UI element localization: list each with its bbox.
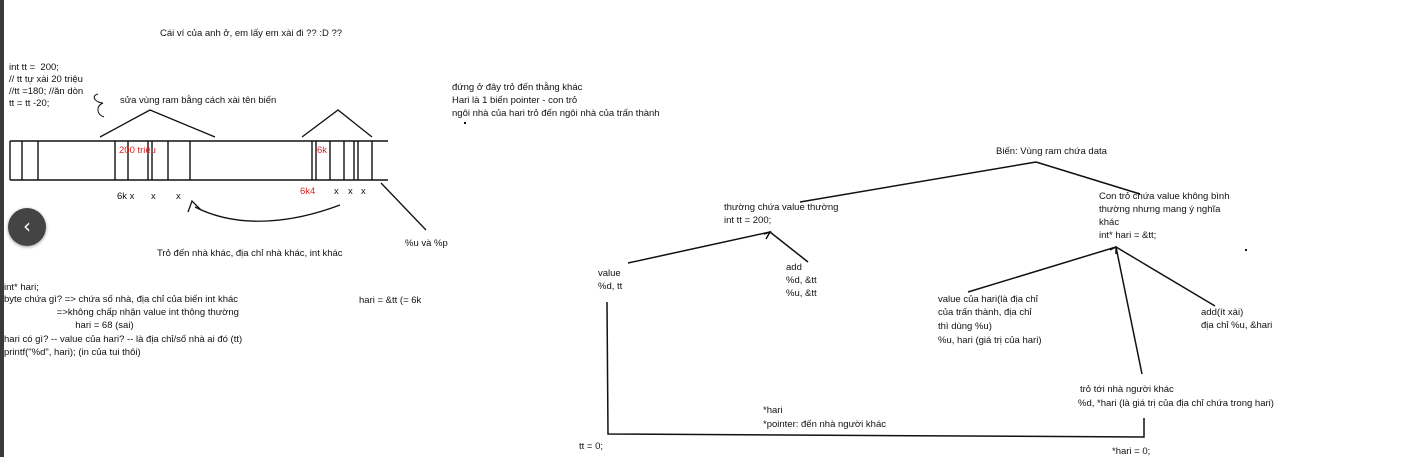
tree-lines	[606, 161, 1216, 438]
tree-hari-value-leaf: thì dùng %u)	[938, 321, 992, 332]
ram-note: sửa vùng ram bằng cách xài tên biến	[120, 95, 277, 106]
under-label: 6k x	[117, 191, 135, 202]
tree-right-node: thường nhưng mang ý nghĩa	[1099, 204, 1221, 215]
code-line: printf("%d", hari); (in của tui thôi)	[4, 347, 141, 358]
tree-hari-value-leaf: value của hari(là địa chỉ	[938, 294, 1038, 305]
under-label: x	[176, 191, 181, 202]
tree-root: Biến: Vùng ram chứa data	[996, 146, 1107, 157]
code-line: =>không chấp nhận value int thông thường	[4, 307, 239, 318]
pointer-arrow	[187, 199, 341, 222]
page-title: Cái ví của anh ở, em lấy em xài đi ?? :D…	[160, 28, 343, 39]
tree-hari-add-leaf: add(ít xài)	[1201, 307, 1244, 318]
right-note-line: ngôi nhà của hari trỏ đến ngôi nhà của t…	[452, 108, 660, 119]
tree-hari-value-leaf: %u, hari (giá trị của hari)	[938, 335, 1042, 346]
tree-add-leaf: %u, &tt	[786, 288, 817, 299]
right-note-line: Hari là 1 biến pointer - con trỏ	[452, 95, 578, 106]
under-label: x	[361, 186, 366, 197]
tree-left-node: thường chứa value thường	[724, 202, 839, 213]
code-line: int* hari;	[4, 282, 39, 293]
assign-note: hari = &tt (= 6k	[359, 295, 422, 306]
tree-bottom-note: *hari	[763, 405, 783, 416]
under-label: x	[334, 186, 339, 197]
code-line: //tt =180; //ăn dòn	[9, 86, 84, 97]
code-line: // tt tự xài 20 triệu	[9, 74, 83, 85]
code-line: tt = tt -20;	[9, 98, 50, 109]
under-label: x	[151, 191, 156, 202]
ram-label-right: 6k	[317, 145, 328, 156]
roof-right	[301, 109, 373, 138]
prev-button[interactable]: ‹	[8, 208, 46, 246]
tree-add-leaf: add	[786, 262, 802, 273]
tree-add-leaf: %d, &tt	[786, 275, 817, 286]
tree-bottom-left: tt = 0;	[579, 441, 604, 452]
ram-note-brace	[93, 93, 105, 118]
ink-dot	[1245, 249, 1247, 251]
ram-label-left: 200 triệu	[119, 145, 156, 156]
tree-value-leaf: %d, tt	[598, 281, 623, 292]
memory-strip	[10, 140, 388, 181]
pointer-arrow-curve	[194, 204, 341, 222]
format-note: %u và %p	[405, 238, 448, 249]
tree-deref-leaf: %d, *hari (là giá trị của địa chỉ chứa t…	[1078, 398, 1274, 409]
memory-roofs	[99, 109, 373, 138]
tree-right-node: khác	[1099, 217, 1120, 228]
tree-left-node: int tt = 200;	[724, 215, 772, 226]
under-label-red: 6k4	[300, 186, 316, 197]
chevron-left-icon: ‹	[23, 214, 31, 238]
pointer-arrow-head	[187, 199, 202, 213]
tree-bottom-note: *pointer: đến nhà người khác	[763, 419, 886, 430]
format-note-line	[380, 182, 427, 231]
tree-hari-add-leaf: địa chỉ %u, &hari	[1201, 320, 1273, 331]
roof-left	[99, 109, 216, 138]
tree-right-node: int* hari = &tt;	[1099, 230, 1157, 241]
code-line: hari có gì? -- value của hari? -- là địa…	[4, 334, 243, 345]
tree-right-node: Con trỏ chứa value không bình	[1099, 191, 1230, 202]
viewer-edge	[0, 0, 4, 457]
under-label: x	[348, 186, 353, 197]
memory-cells	[9, 141, 373, 180]
tree-hari-value-leaf: của trấn thành, địa chỉ	[938, 307, 1032, 318]
tree-deref-leaf: trỏ tới nhà người khác	[1080, 384, 1174, 395]
code-line: byte chứa gì? => chứa số nhà, địa chỉ củ…	[4, 294, 239, 305]
right-note-line: đứng ở đây trỏ đến thằng khác	[452, 82, 583, 93]
pointer-caption: Trỏ đến nhà khác, địa chỉ nhà khác, int …	[157, 248, 343, 259]
code-line: hari = 68 (sai)	[4, 320, 134, 331]
ink-dot	[464, 122, 466, 124]
tree-value-leaf: value	[598, 268, 621, 279]
code-line: int tt = 200;	[9, 62, 59, 73]
tree-bottom-right: *hari = 0;	[1112, 446, 1151, 457]
